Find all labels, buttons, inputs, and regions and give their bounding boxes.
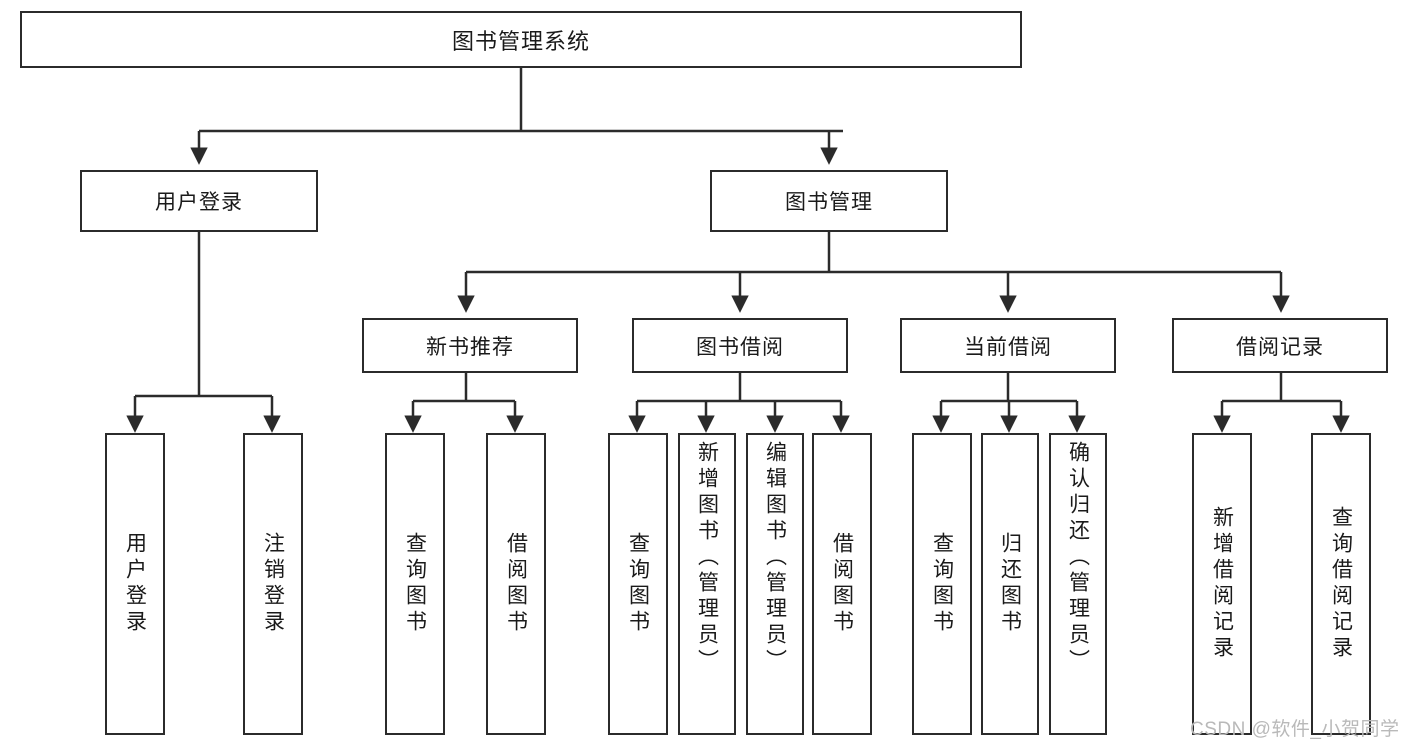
leaf-borrow-edit-book-admin[interactable]: 编辑图书（管理员）	[746, 433, 804, 735]
node-borrow-record[interactable]: 借阅记录	[1172, 318, 1388, 373]
node-label: 当前借阅	[964, 335, 1052, 359]
leaf-inner: 查询图书	[387, 435, 443, 733]
leaf-record-add-borrow-record[interactable]: 新增借阅记录	[1192, 433, 1252, 735]
node-label: 图书管理系统	[451, 28, 590, 54]
node-label: 借阅记录	[1236, 335, 1324, 359]
leaf-label: 借阅图书	[830, 532, 854, 636]
leaf-label: 注销登录	[261, 532, 285, 636]
leaf-borrow-add-book-admin[interactable]: 新增图书（管理员）	[678, 433, 736, 735]
leaf-inner: 查询图书	[914, 435, 970, 733]
node-book-management[interactable]: 图书管理	[710, 170, 948, 232]
leaf-label: 新增借阅记录	[1210, 506, 1234, 662]
node-book-borrow[interactable]: 图书借阅	[632, 318, 848, 373]
leaf-inner: 用户登录	[107, 435, 163, 733]
leaf-current-return-book[interactable]: 归还图书	[981, 433, 1039, 735]
node-new-book-recommend[interactable]: 新书推荐	[362, 318, 578, 373]
leaf-label: 确认归还（管理员）	[1066, 441, 1090, 675]
leaf-inner: 借阅图书	[814, 435, 870, 733]
leaf-inner: 新增借阅记录	[1194, 435, 1250, 733]
leaf-label: 查询图书	[403, 532, 427, 636]
leaf-borrow-borrow-book[interactable]: 借阅图书	[812, 433, 872, 735]
leaf-new-book-query-book[interactable]: 查询图书	[385, 433, 445, 735]
leaf-inner: 查询借阅记录	[1313, 435, 1369, 733]
leaf-user-login-login[interactable]: 用户登录	[105, 433, 165, 735]
leaf-label: 查询图书	[626, 532, 650, 636]
leaf-borrow-query-book[interactable]: 查询图书	[608, 433, 668, 735]
leaf-label: 查询借阅记录	[1329, 506, 1353, 662]
leaf-inner: 注销登录	[245, 435, 301, 733]
leaf-inner: 新增图书（管理员）	[680, 435, 734, 739]
leaf-label: 查询图书	[930, 532, 954, 636]
leaf-inner: 借阅图书	[488, 435, 544, 733]
leaf-label: 归还图书	[998, 532, 1022, 636]
node-label: 新书推荐	[426, 335, 514, 359]
leaf-inner: 编辑图书（管理员）	[748, 435, 802, 739]
leaf-current-confirm-return-admin[interactable]: 确认归还（管理员）	[1049, 433, 1107, 735]
node-user-login[interactable]: 用户登录	[80, 170, 318, 232]
node-label: 图书管理	[785, 191, 873, 214]
leaf-label: 编辑图书（管理员）	[763, 441, 787, 675]
leaf-user-login-logout[interactable]: 注销登录	[243, 433, 303, 735]
leaf-label: 借阅图书	[504, 532, 528, 636]
node-label: 用户登录	[155, 191, 243, 214]
leaf-label: 新增图书（管理员）	[695, 441, 719, 675]
node-current-borrow[interactable]: 当前借阅	[900, 318, 1116, 373]
leaf-label: 用户登录	[123, 532, 147, 636]
leaf-inner: 归还图书	[983, 435, 1037, 733]
leaf-record-query-borrow-record[interactable]: 查询借阅记录	[1311, 433, 1371, 735]
node-label: 图书借阅	[696, 335, 784, 359]
leaf-current-query-book[interactable]: 查询图书	[912, 433, 972, 735]
leaf-inner: 查询图书	[610, 435, 666, 733]
node-root-book-management-system[interactable]: 图书管理系统	[20, 11, 1022, 68]
leaf-new-book-borrow-book[interactable]: 借阅图书	[486, 433, 546, 735]
leaf-inner: 确认归还（管理员）	[1051, 435, 1105, 739]
